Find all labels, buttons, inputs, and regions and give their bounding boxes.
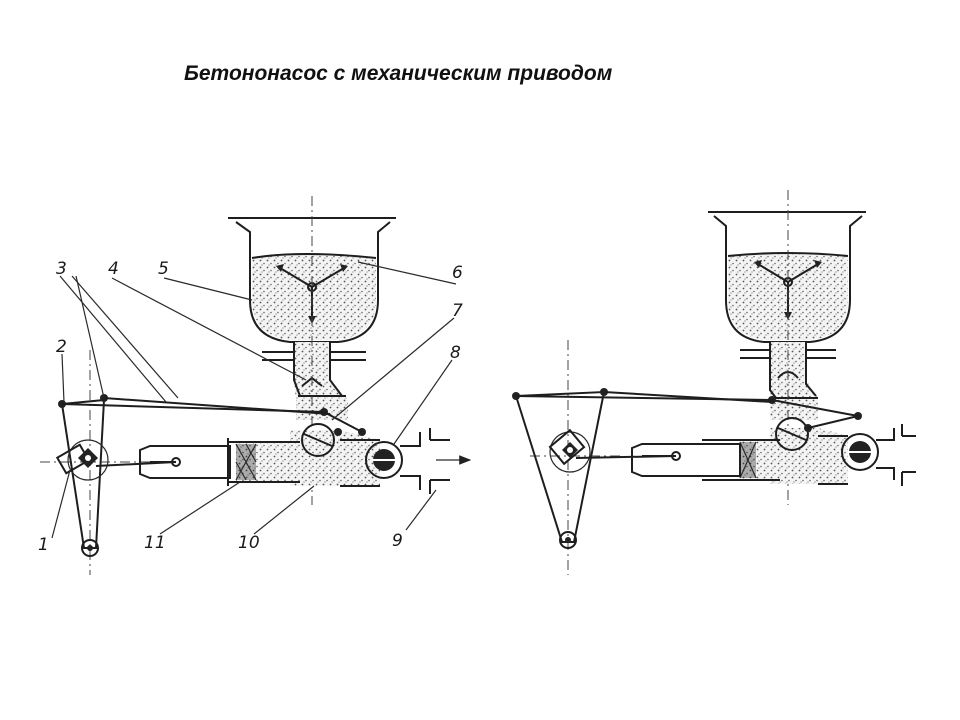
callout-11: 11	[144, 533, 166, 553]
hopper-left	[228, 217, 396, 420]
slide-title: Бетононасос с механическим приводом	[184, 62, 613, 85]
pump-cylinder-left	[139, 430, 380, 487]
crank-mechanism-right	[514, 390, 677, 549]
crank-mechanism-left	[55, 398, 177, 557]
callout-8: 8	[450, 343, 461, 363]
callout-6: 6	[452, 263, 463, 283]
callout-10: 10	[238, 533, 260, 553]
callout-3: 3	[56, 259, 67, 279]
hopper-right	[708, 211, 866, 420]
left-view: 1 2 3 4 5 6 7 8 9 10 11	[38, 196, 472, 575]
link-rods-right	[512, 388, 859, 429]
discharge-valve-right	[841, 412, 879, 471]
right-view	[512, 190, 916, 575]
callout-5: 5	[158, 259, 169, 279]
discharge-pipe-right	[876, 424, 916, 486]
leader-lines-left	[51, 261, 457, 539]
callout-9: 9	[392, 531, 403, 551]
callout-7: 7	[452, 301, 463, 321]
discharge-pipe-left	[400, 428, 472, 494]
callout-1: 1	[38, 535, 49, 555]
callout-2: 2	[56, 337, 67, 357]
callout-4: 4	[108, 259, 119, 279]
agitator-right	[754, 260, 822, 320]
